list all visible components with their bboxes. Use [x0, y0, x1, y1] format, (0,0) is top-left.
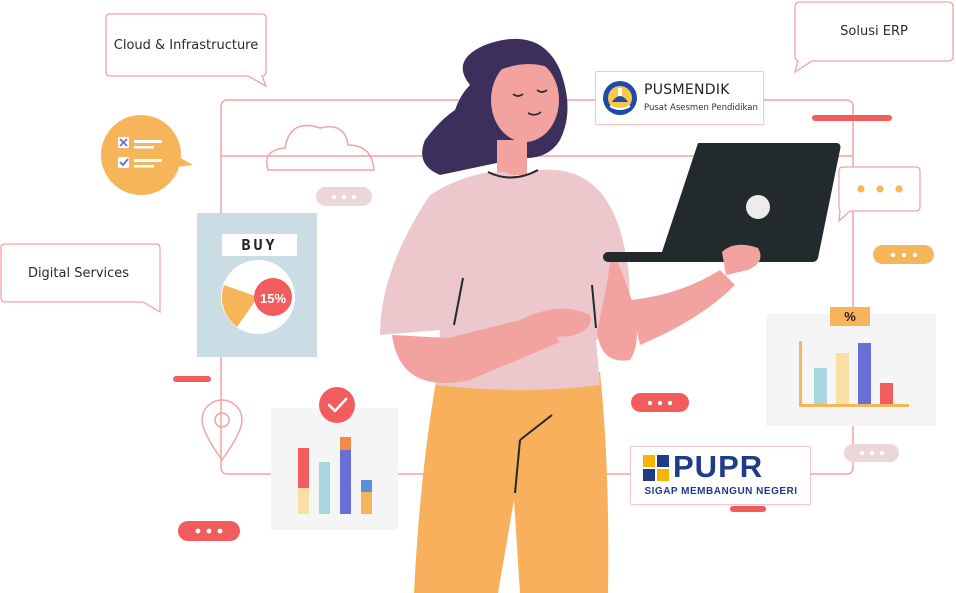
promo-card	[197, 213, 317, 357]
dots-pill-red-mid	[631, 393, 689, 412]
bubble-erp-outline	[793, 1, 954, 74]
pupr-emblem-icon	[643, 455, 669, 481]
bubble-erp-label: Solusi ERP	[840, 24, 908, 39]
laptop-icon	[603, 143, 841, 262]
location-pin-icon	[201, 399, 243, 462]
chart-percent-badge: %	[844, 309, 856, 324]
bar-chart-card-right	[766, 307, 936, 426]
bubble-cloud-infrastructure: Cloud & Infrastructure	[106, 14, 266, 76]
checklist-icon	[101, 115, 193, 195]
bubble-cloud-label: Cloud & Infrastructure	[113, 37, 259, 53]
promo-buy-tag: BUY	[241, 236, 278, 254]
dots-bubble-orange	[857, 185, 903, 193]
bubble-digital-outline	[0, 243, 161, 314]
promo-discount-label: 15%	[259, 290, 287, 306]
person-illustration	[380, 38, 841, 593]
bubble-solusi-erp: Solusi ERP	[795, 2, 953, 61]
accent-dash	[730, 506, 766, 512]
bar-chart-card-left	[271, 408, 398, 530]
pupr-name: PUPR	[673, 449, 764, 484]
dots-pill-red-bottom	[178, 521, 240, 541]
pusmendik-name: PUSMENDIK	[644, 82, 730, 98]
bubble-cloud-outline	[105, 13, 268, 88]
bubble-digital-services: Digital Services	[1, 244, 156, 302]
bubble-dots-outline	[838, 166, 921, 223]
dots-pill-orange	[873, 245, 934, 264]
accent-dash	[173, 376, 211, 382]
accent-dash	[812, 115, 892, 121]
pusmendik-subtitle: Pusat Asesmen Pendidikan	[644, 103, 758, 113]
pupr-logo-card: PUPR SIGAP MEMBANGUN NEGERI	[630, 446, 811, 505]
tut-wuri-handayani-emblem-icon	[603, 81, 637, 115]
dots-pill-top	[316, 187, 372, 206]
pusmendik-logo-card: PUSMENDIK Pusat Asesmen Pendidikan	[595, 71, 764, 125]
checkmark-icon	[319, 387, 355, 423]
cloud-icon	[266, 124, 375, 171]
dots-pill-grey	[844, 444, 899, 462]
bubble-digital-label: Digital Services	[27, 265, 130, 281]
pupr-tagline: SIGAP MEMBANGUN NEGERI	[644, 486, 798, 497]
